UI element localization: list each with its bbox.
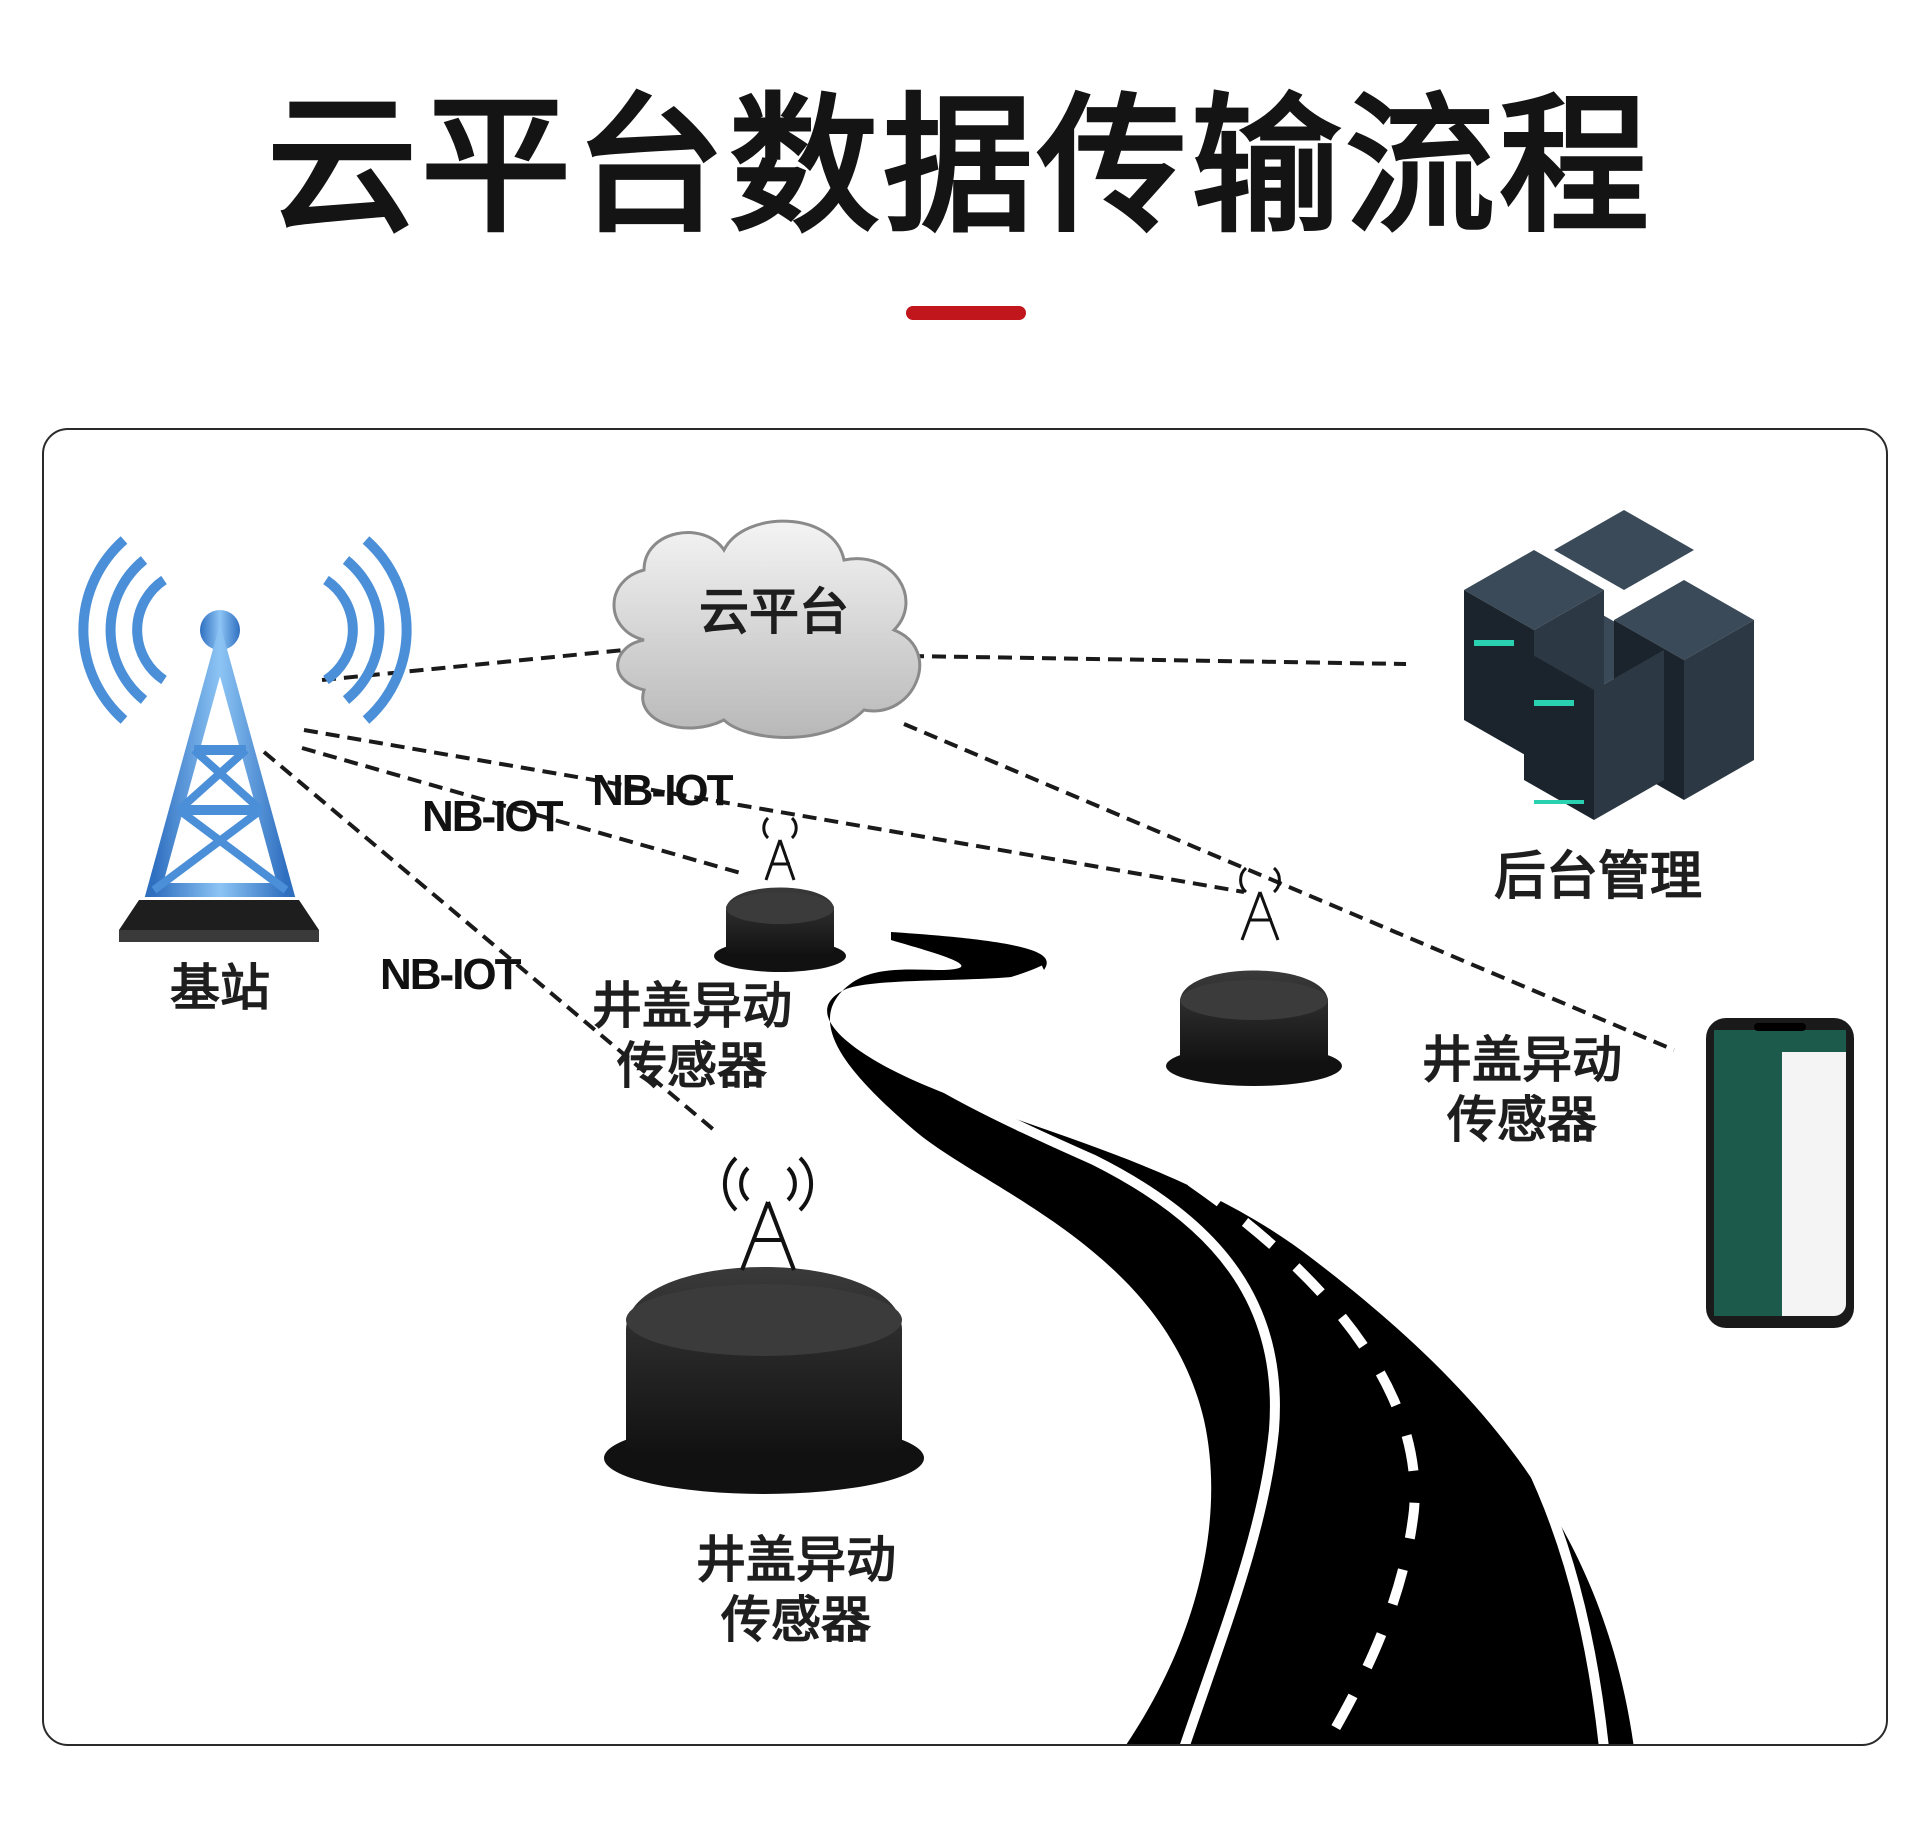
cloud-label: 云平台 (699, 583, 849, 641)
radio-tower-icon (78, 536, 412, 942)
page-title: 云平台数据传输流程 (266, 80, 1653, 254)
nb-iot-label: NB-IOT (422, 792, 564, 841)
sensor-2-label: 井盖异动 传感器 (1392, 1030, 1652, 1150)
sensor-3-label: 井盖异动 传感器 (666, 1530, 926, 1650)
server-rack-icon (1464, 510, 1754, 820)
smartphone-icon (1706, 1018, 1854, 1328)
sensor-2-label-line1: 井盖异动 (1422, 1031, 1622, 1089)
network-links (262, 646, 1675, 1132)
winding-road-icon (827, 932, 1634, 1744)
sensor-1-label: 井盖异动 传感器 (562, 976, 822, 1096)
sensor-3-label-line1: 井盖异动 (696, 1531, 896, 1589)
base-station-label: 基站 (170, 959, 270, 1017)
sensor-1-label-line2: 传感器 (617, 1037, 767, 1095)
backend-label: 后台管理 (1493, 847, 1702, 907)
nb-iot-label: NB-IOT (380, 950, 522, 999)
sensor-1-label-line1: 井盖异动 (592, 977, 792, 1035)
diagram-canvas (78, 510, 1854, 1744)
sensor-3-label-line2: 传感器 (721, 1591, 871, 1649)
manhole-sensor-icon (1166, 866, 1342, 1086)
diagram-frame: 云平台 基站 后台管理 NB-IOT NB-IOT NB-IOT 井盖异动 传感… (42, 428, 1888, 1746)
sensor-2-label-line2: 传感器 (1447, 1091, 1597, 1149)
title-underline (906, 306, 1026, 320)
cloud-icon (612, 519, 922, 739)
manhole-sensor-icon (604, 1156, 924, 1494)
manhole-sensor-icon (714, 816, 846, 972)
nb-iot-label: NB-IOT (592, 766, 734, 815)
